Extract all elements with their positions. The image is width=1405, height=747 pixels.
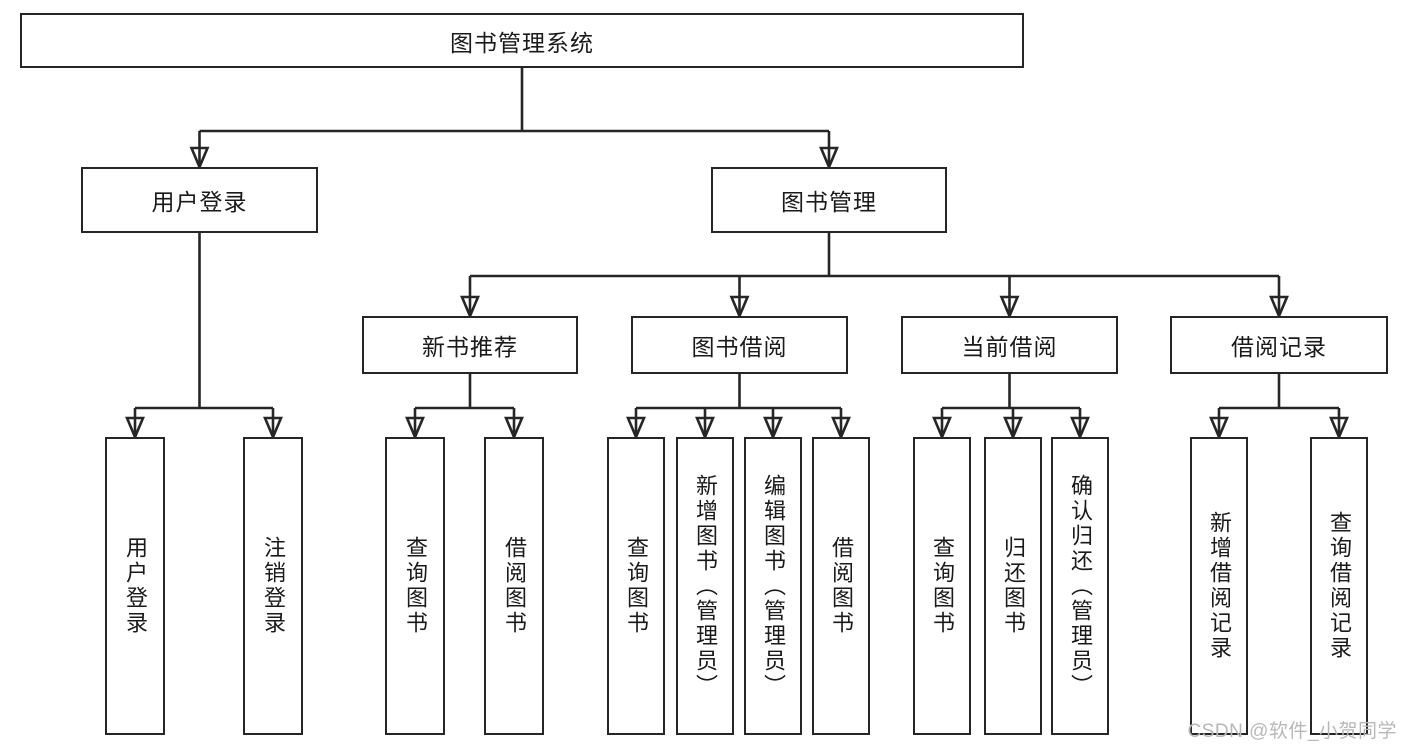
node-label: 查询图书 [624,536,649,636]
node-label: 用户登录 [123,536,148,636]
arrowhead-icon [831,416,851,441]
node-label: 图书借阅 [691,334,788,360]
node-label: 注销登录 [261,536,286,636]
node-label: 归还图书 [1001,536,1026,636]
node-l_add[interactable]: 新增图书（管理员） [676,437,734,735]
node-l_b2[interactable]: 借阅图书 [812,437,870,735]
node-label: 借阅记录 [1231,334,1327,360]
node-l_q1[interactable]: 查询图书 [385,437,445,735]
node-bookmgmt[interactable]: 图书管理 [711,167,947,233]
arrowhead-icon [763,416,783,441]
arrowhead-icon [695,416,715,441]
node-login[interactable]: 用户登录 [81,167,318,233]
arrowhead-icon [999,295,1020,320]
node-l_addrec[interactable]: 新增借阅记录 [1190,437,1248,735]
arrowhead-icon [263,416,283,441]
node-label: 借阅图书 [829,536,854,636]
arrowhead-icon [819,146,839,171]
node-l_logout[interactable]: 注销登录 [243,437,303,735]
node-l_qrec[interactable]: 查询借阅记录 [1310,437,1368,735]
node-label: 新书推荐 [422,334,518,360]
node-label: 当前借阅 [961,334,1058,360]
node-label: 新增图书（管理员） [693,473,718,699]
node-l_login[interactable]: 用户登录 [105,437,165,735]
arrowhead-icon [729,295,750,320]
arrowhead-icon [1329,416,1349,441]
node-l_confirm[interactable]: 确认归还（管理员） [1051,437,1109,735]
watermark-text: CSDN @软件_小贺同学 [1187,721,1397,742]
arrowhead-icon [1209,416,1229,441]
node-l_q3[interactable]: 查询图书 [913,437,971,735]
node-label: 查询借阅记录 [1327,511,1352,661]
node-label: 用户登录 [151,189,248,215]
node-label: 图书管理 [781,189,877,215]
node-root[interactable]: 图书管理系统 [20,13,1024,68]
arrowhead-icon [460,295,480,320]
arrowhead-icon [626,416,646,441]
node-l_edit[interactable]: 编辑图书（管理员） [744,437,802,735]
node-newbook[interactable]: 新书推荐 [362,316,578,374]
node-label: 确认归还（管理员） [1068,473,1093,699]
node-l_b1[interactable]: 借阅图书 [484,437,544,735]
node-borrow[interactable]: 图书借阅 [631,316,848,374]
node-label: 编辑图书（管理员） [761,473,786,699]
node-current[interactable]: 当前借阅 [901,316,1118,374]
arrowhead-icon [1269,295,1289,320]
node-label: 图书管理系统 [450,29,594,56]
arrowhead-icon [932,416,952,441]
arrowhead-icon [1070,416,1090,441]
node-label: 查询图书 [930,536,955,636]
node-l_q2[interactable]: 查询图书 [607,437,665,735]
arrowhead-icon [125,416,145,441]
arrowhead-icon [405,416,425,441]
node-label: 借阅图书 [502,536,527,636]
arrowhead-icon [1003,416,1023,441]
node-l_return[interactable]: 归还图书 [984,437,1042,735]
node-label: 新增借阅记录 [1207,511,1232,661]
node-records[interactable]: 借阅记录 [1170,316,1388,374]
arrowhead-icon [189,146,210,171]
arrowhead-icon [504,416,524,441]
node-label: 查询图书 [403,536,428,636]
